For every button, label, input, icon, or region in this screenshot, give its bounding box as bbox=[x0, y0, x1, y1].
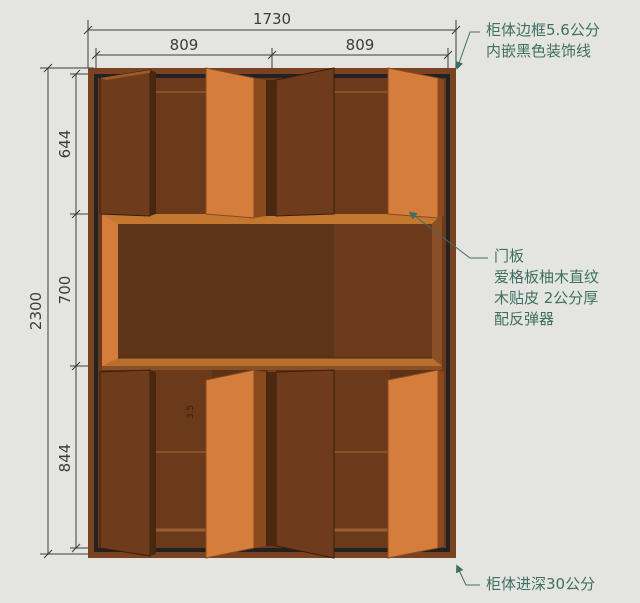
total-width-label: 1730 bbox=[253, 10, 291, 28]
door-bottom-1-inner bbox=[99, 369, 151, 557]
door-note-line-3: 木贴皮 2公分厚 bbox=[494, 289, 599, 307]
depth-annotation: 柜体进深30公分 bbox=[486, 574, 595, 595]
top-height-label: 644 bbox=[56, 130, 74, 159]
depth-note-line-1: 柜体进深30公分 bbox=[486, 575, 596, 593]
bottom-height-label: 844 bbox=[56, 444, 74, 473]
dimension-lines bbox=[40, 20, 461, 559]
door-top-1-inner bbox=[99, 69, 151, 217]
door-top-3-inner bbox=[275, 67, 335, 217]
left-width-label: 809 bbox=[170, 36, 199, 54]
total-height-label: 2300 bbox=[27, 292, 45, 330]
door-top-4-face bbox=[387, 67, 439, 219]
door-note-line-4: 配反弹器 bbox=[494, 310, 555, 328]
door-top-2-face bbox=[205, 67, 255, 219]
inner-small-label: 3.5 bbox=[186, 405, 196, 419]
door-bottom-3-inner bbox=[275, 369, 335, 559]
leader-lines bbox=[408, 31, 488, 586]
frame-note-line-2: 内嵌黑色装饰线 bbox=[486, 42, 592, 60]
door-note-line-1: 门板 bbox=[494, 247, 525, 265]
door-note-line-2: 爱格板柚木直纹 bbox=[494, 268, 600, 286]
middle-height-label: 700 bbox=[56, 276, 74, 305]
right-width-label: 809 bbox=[346, 36, 375, 54]
top-doors bbox=[99, 67, 444, 219]
door-bottom-2-face bbox=[205, 369, 255, 559]
door-bottom-4-face bbox=[387, 369, 439, 559]
bottom-doors bbox=[99, 369, 444, 559]
door-annotation: 门板 爱格板柚木直纹 木贴皮 2公分厚 配反弹器 bbox=[494, 246, 599, 330]
frame-note-line-1: 柜体边框5.6公分 bbox=[486, 21, 600, 39]
frame-annotation: 柜体边框5.6公分 内嵌黑色装饰线 bbox=[486, 20, 600, 62]
